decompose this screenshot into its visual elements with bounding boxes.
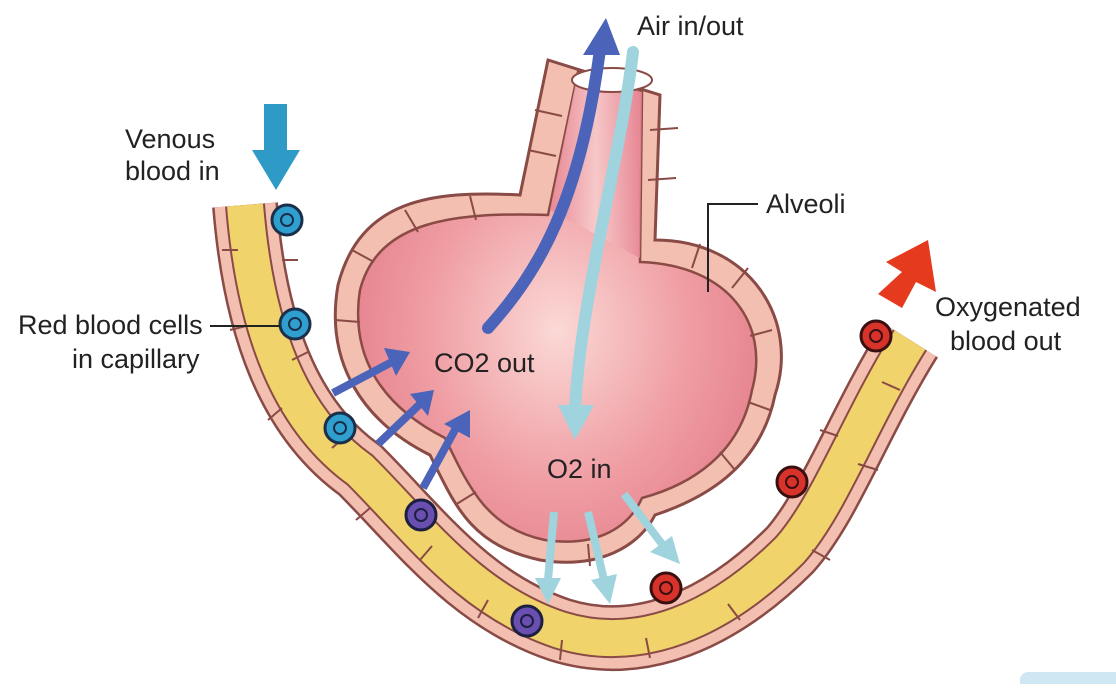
o2-in-arrows [535,491,680,604]
oxygenated-blood-out-arrow [878,240,936,308]
red-blood-cell [649,571,683,605]
red-blood-cell [278,307,312,341]
venous-label-line1: Venous [125,124,215,154]
red-blood-cell [775,465,809,499]
bronchiole-opening [571,67,653,93]
o2-arrow [584,511,617,604]
air-out-arrow [482,18,620,334]
capillary-lumen [227,203,926,657]
oxygenated-label-line2: blood out [950,326,1062,356]
alveoli-label: Alveoli [766,189,846,219]
co2-arrow [331,348,410,397]
red-blood-cell [510,604,544,638]
capillary [212,202,939,672]
o2-in-label: O2 in [547,454,612,484]
alveolus-wall-cells [334,109,773,567]
rbc-label-line2: in capillary [72,344,200,374]
red-blood-cell [323,411,357,445]
co2-arrow [419,410,470,490]
air-in-arrow [558,46,639,440]
alveoli-leader-line [707,203,758,292]
o2-arrow [620,491,680,564]
co2-out-arrows [331,348,470,490]
red-blood-cell [404,498,438,532]
venous-blood-in-arrow [252,104,300,190]
air-in-out-label: Air in/out [637,11,744,41]
co2-out-label: CO2 out [434,348,535,378]
o2-arrow [535,511,561,604]
red-blood-cells [270,203,893,638]
venous-label-line2: blood in [125,156,220,186]
red-blood-cell [270,203,304,237]
co2-arrow [375,390,434,447]
oxygenated-label-line1: Oxygenated [935,292,1081,322]
corner-tab [1020,672,1116,684]
rbc-label-line1: Red blood cells [18,310,203,340]
red-blood-cell [859,319,893,353]
